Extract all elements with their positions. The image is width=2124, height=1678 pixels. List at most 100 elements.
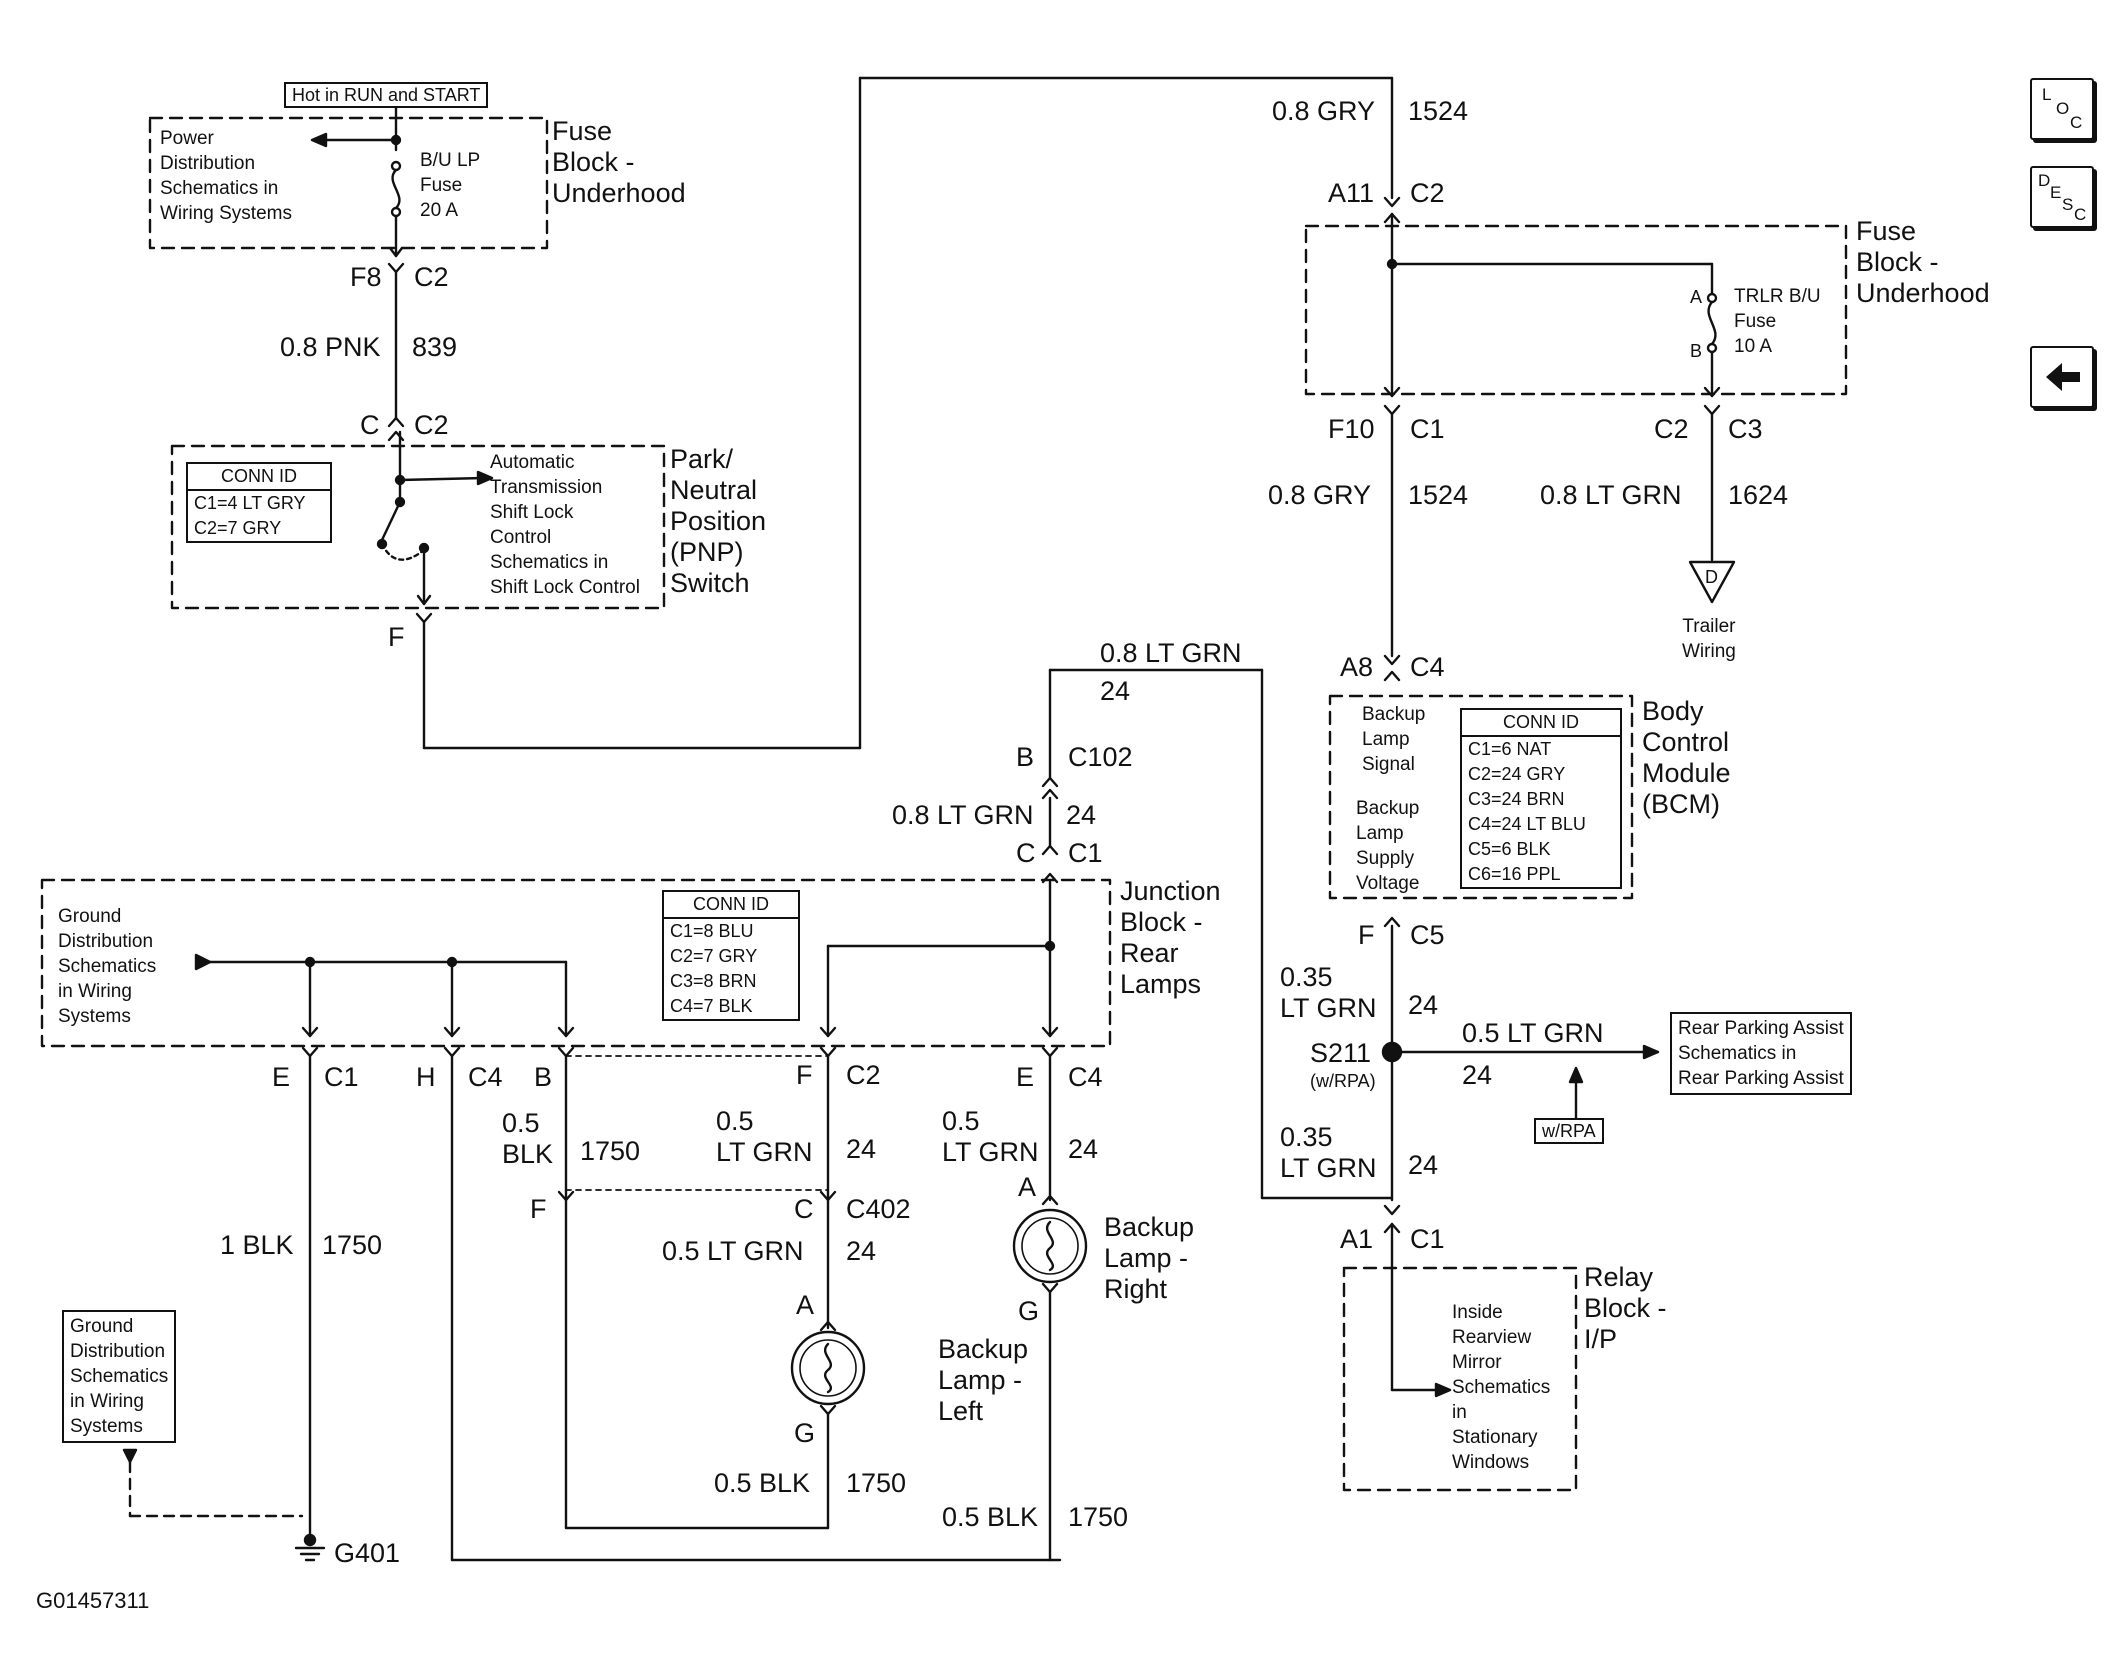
- trlr-fuse-top: [1706, 292, 1718, 304]
- pnp-shift-lock-arrowhead: [476, 470, 494, 486]
- trailer-wiring-ref[interactable]: Trailer Wiring: [1682, 616, 1736, 662]
- wire-1750-left-gnd-circuit: 1750: [846, 1468, 907, 1498]
- loc-icon[interactable]: L O C: [2030, 78, 2094, 140]
- loc-icon-letter-3: C: [2070, 113, 2083, 132]
- wire-1750-right-gnd-circuit: 1750: [1068, 1502, 1129, 1532]
- splice-s211-note: (w/RPA): [1310, 1071, 1376, 1091]
- relay-block-outline: [1342, 1266, 1578, 1492]
- backup-lamp-left-bulb: [790, 1330, 866, 1406]
- ground-drop-b-arrowhead: [557, 1026, 575, 1038]
- shift-lock-control-ref[interactable]: Automatic Transmission Shift Lock Contro…: [490, 452, 640, 598]
- bcm-conn-id-row: C5=6 BLK: [1468, 839, 1551, 859]
- backup-lamp-left-filament: [823, 1342, 833, 1394]
- pnp-switch-arc: [380, 542, 426, 561]
- inside-rearview-mirror-ref[interactable]: Inside Rearview Mirror Schematics in Sta…: [1452, 1302, 1551, 1473]
- c402-label: C402: [846, 1194, 911, 1224]
- jb-connector-c2: C2: [846, 1060, 881, 1090]
- c102-connector-symbol: [1041, 776, 1059, 788]
- jb-conn-id-row: C3=8 BRN: [670, 971, 757, 991]
- wire-839-size: 0.8 PNK: [280, 332, 381, 362]
- f10-arrowhead: [1383, 386, 1401, 398]
- loc-icon-letter-2: O: [2056, 99, 2070, 118]
- fuse-block-left-outline: [148, 116, 549, 250]
- ground-arrow-head: [194, 953, 212, 971]
- fuse-block-underhood-left-name: Fuse Block - Underhood: [552, 116, 686, 208]
- fuse-block-right-c3: C3: [1728, 414, 1763, 444]
- desc-icon[interactable]: D E S C: [2030, 166, 2094, 228]
- wire-24-left-feed-circuit: 24: [846, 1236, 877, 1266]
- wire-24-bcm-out-circuit: 24: [1408, 990, 1439, 1020]
- backup-lamp-right-name: Backup Lamp - Right: [1104, 1212, 1195, 1304]
- c402-c-connector-symbol: [819, 1190, 837, 1202]
- f8-arrowhead: [388, 246, 404, 258]
- g401-ground-symbol: [294, 1546, 326, 1562]
- junction-block-outline: [40, 878, 1112, 1048]
- pnp-out-pin-f: F: [388, 622, 405, 652]
- pnp-conn-id-row: C2=7 GRY: [194, 518, 282, 538]
- pin-c2-right: C2: [1654, 414, 1689, 444]
- fuse-block-right-c1: C1: [1410, 414, 1445, 444]
- relay-mirror-arrowhead: [1434, 1382, 1452, 1398]
- wire-24-left-circuit: 24: [846, 1134, 877, 1164]
- right-lamp-pin-g: G: [1018, 1296, 1040, 1326]
- relay-connector-c1: C1: [1410, 1224, 1445, 1254]
- pnp-pin-c: C: [360, 410, 380, 440]
- bcm-outline: [1328, 694, 1634, 900]
- trlr-fuse-pin-b: B: [1690, 341, 1703, 361]
- trailer-flag-triangle: [1688, 560, 1736, 604]
- wire-839-circuit: 839: [412, 332, 458, 362]
- power-feed-node: [390, 134, 402, 146]
- hot-in-run-start-label: Hot in RUN and START: [284, 82, 489, 108]
- ground-drop-h-arrowhead: [443, 1026, 461, 1038]
- jb-conn-id-header: CONN ID: [664, 892, 798, 919]
- wire-24-top-size: 0.8 LT GRN: [1100, 638, 1242, 668]
- f8-pin-label: F8: [350, 262, 382, 292]
- wire-24-relay-circuit: 24: [1408, 1150, 1439, 1180]
- wire-24-mid-circuit: 24: [1066, 800, 1097, 830]
- desc-icon-letter-1: D: [2038, 171, 2051, 190]
- right-lamp-a-symbol: [1041, 1194, 1059, 1206]
- jb-c2-arrowhead: [819, 1026, 837, 1038]
- wire-24-right-circuit: 24: [1068, 1134, 1099, 1164]
- ground-point-g401: G401: [334, 1538, 401, 1568]
- c5-connector-symbol: [1383, 916, 1401, 928]
- wire-1524-in-size: 0.8 GRY: [1272, 96, 1376, 126]
- wire-24-left-feed-size: 0.5 LT GRN: [662, 1236, 804, 1266]
- c402-pin-c: C: [794, 1194, 814, 1224]
- back-arrow-icon[interactable]: [2030, 346, 2094, 408]
- a8-connector-symbol: [1383, 654, 1401, 666]
- c3-arrowhead: [1703, 386, 1721, 398]
- pnp-c2-connector-symbol: [387, 416, 405, 428]
- rear-parking-assist-ref[interactable]: Rear Parking Assist Schematics in Rear P…: [1670, 1012, 1852, 1095]
- wire-24-rpa-size: 0.5 LT GRN: [1462, 1018, 1604, 1048]
- bcm-conn-id-row: C6=16 PPL: [1468, 864, 1561, 884]
- jb-pin-e1: E: [272, 1062, 291, 1092]
- wire-1524-in-circuit: 1524: [1408, 96, 1469, 126]
- desc-icon-letter-3: S: [2062, 195, 2074, 214]
- ground-distribution-ref-g401[interactable]: Ground Distribution Schematics in Wiring…: [62, 1310, 177, 1443]
- jb-connector-c1-ground: C1: [324, 1062, 359, 1092]
- jb-conn-id-row: C2=7 GRY: [670, 946, 758, 966]
- bcm-conn-id-header: CONN ID: [1462, 710, 1620, 737]
- pin-a11: A11: [1328, 178, 1375, 208]
- trlr-bu-fuse-label: TRLR B/U Fuse 10 A: [1734, 286, 1821, 357]
- trailer-flag-letter: D: [1705, 567, 1718, 587]
- wire-1624-circuit: 1624: [1728, 480, 1789, 510]
- trlr-fuse-pin-a: A: [1690, 287, 1703, 307]
- left-lamp-pin-a: A: [796, 1290, 815, 1320]
- wire-1750-g401-size: 1 BLK: [220, 1230, 294, 1260]
- f8-connector-label: C2: [414, 262, 449, 292]
- back-arrow-glyph: [2046, 363, 2080, 391]
- backup-lamp-left-name: Backup Lamp - Left: [938, 1334, 1029, 1426]
- rpa-option-box: w/RPA: [1534, 1118, 1604, 1144]
- c402-pin-f: F: [530, 1194, 547, 1224]
- ground-distribution-ref-jb[interactable]: Ground Distribution Schematics in Wiring…: [58, 906, 157, 1027]
- bcm-connector-c4: C4: [1410, 652, 1445, 682]
- power-distribution-ref[interactable]: Power Distribution Schematics in Wiring …: [160, 128, 292, 224]
- wire-24-bcm-out-size: 0.35 LT GRN: [1280, 962, 1377, 1023]
- ground-drop-e-arrowhead: [301, 1026, 319, 1038]
- loc-icon-letter-1: L: [2042, 85, 2052, 104]
- g401-node: [303, 1533, 317, 1547]
- jb-pin-b: B: [534, 1062, 553, 1092]
